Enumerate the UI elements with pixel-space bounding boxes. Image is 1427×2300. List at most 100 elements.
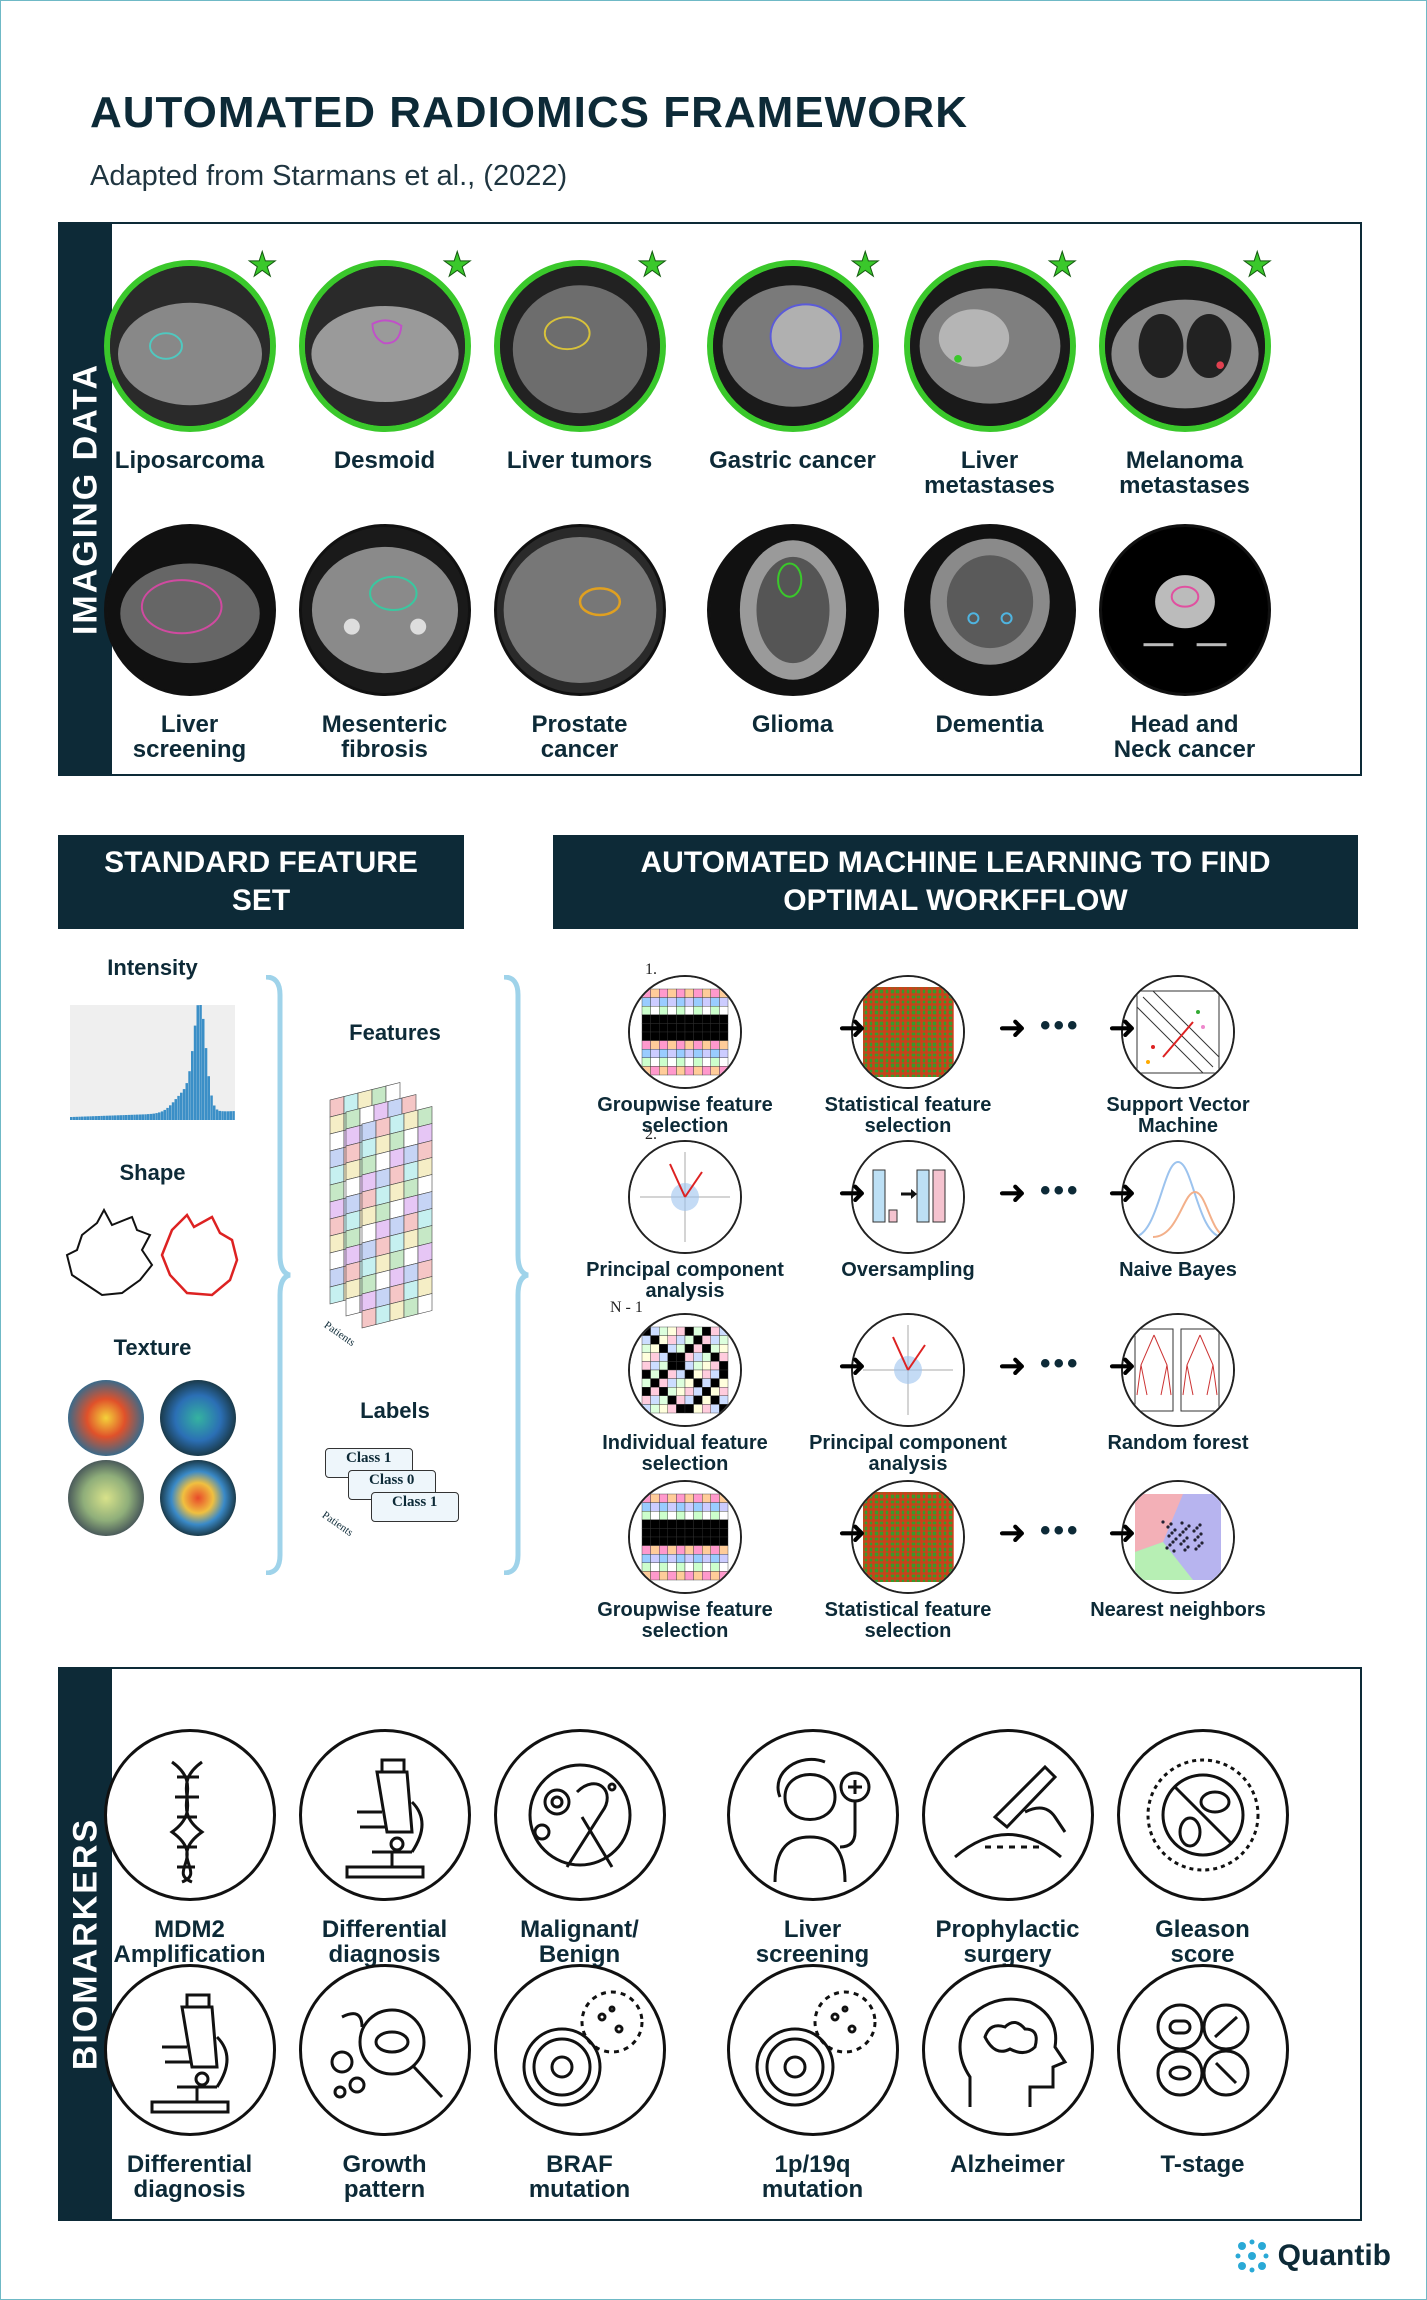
workflow-step-image — [628, 1480, 742, 1594]
biomarker-label: Malignant/ Benign — [520, 1916, 639, 1968]
imaging-item: ★Liver tumors — [482, 248, 677, 474]
feature-matrix — [361, 1106, 433, 1329]
ellipsis-dots: ••• — [1040, 1009, 1081, 1042]
workflow-step-image — [1121, 1313, 1235, 1427]
biomarker-item: 1p/19q mutation — [715, 1964, 910, 2202]
workflow-step-image — [628, 1313, 742, 1427]
workflow-step-image — [628, 1140, 742, 1254]
biomarker-item: Gleason score — [1105, 1729, 1300, 1967]
biomarkers-panel: BIOMARKERS MDM2 Amplification Differentia… — [58, 1667, 1362, 2221]
texture-label: Texture — [113, 1335, 192, 1360]
workflow-step: Naive Bayes — [1068, 1140, 1288, 1281]
shape-outlines — [65, 1207, 239, 1297]
imaging-item: Liver screening — [92, 524, 287, 762]
features-label: Features — [349, 1020, 441, 1045]
imaging-item: Head and Neck cancer — [1087, 524, 1282, 762]
histogram-bar — [89, 1116, 92, 1120]
biomarker-item: Differential diagnosis — [287, 1729, 482, 1967]
class-card: Class 1 — [371, 1492, 459, 1522]
dna-icon — [103, 1729, 276, 1901]
page-subtitle: Adapted from Starmans et al., (2022) — [90, 160, 568, 192]
star-icon: ★ — [247, 246, 279, 284]
histogram-bar — [202, 1018, 205, 1120]
imaging-label: Glioma — [751, 711, 834, 738]
scan-image — [1098, 524, 1271, 696]
histogram-bar — [213, 1105, 216, 1120]
biomarker-item: Liver screening — [715, 1729, 910, 1967]
microscope-icon — [298, 1729, 471, 1901]
scan-image — [103, 524, 276, 696]
arrow-right-icon: ➜ — [998, 1174, 1027, 1212]
automl-header: AUTOMATED MACHINE LEARNING TO FIND OPTIM… — [553, 835, 1358, 929]
workflow-step-image — [628, 975, 742, 1089]
histogram-bar — [226, 1111, 230, 1120]
histogram-bar — [149, 1113, 153, 1120]
imaging-label: Prostate cancer — [531, 711, 628, 763]
biomarker-item: MDM2 Amplification — [92, 1729, 287, 1967]
shape-label: Shape — [119, 1160, 186, 1185]
histogram-bar — [199, 1005, 202, 1120]
biomarker-label: Growth pattern — [342, 2151, 427, 2203]
imaging-item: Prostate cancer — [482, 524, 677, 762]
biomarker-label: MDM2 Amplification — [113, 1916, 266, 1968]
histogram-bar — [125, 1115, 128, 1120]
scan-image — [706, 260, 879, 432]
intensity-label: Intensity — [107, 955, 198, 980]
imaging-label: Gastric cancer — [709, 447, 876, 474]
histogram-bar — [174, 1099, 177, 1120]
biomarker-label: Gleason score — [1155, 1916, 1250, 1968]
histogram-bar — [133, 1114, 136, 1120]
workflow-step-label: Nearest neighbors — [1090, 1599, 1266, 1621]
histogram-bar — [130, 1114, 133, 1120]
scan-image — [103, 260, 276, 432]
histogram-bar — [81, 1116, 84, 1120]
microscope-icon — [103, 1964, 276, 2136]
histogram-bar — [70, 1117, 73, 1120]
arrow-right-icon: ➜ — [1108, 1009, 1137, 1047]
imaging-label: Head and Neck cancer — [1113, 711, 1256, 763]
biomarkers-side-bar: BIOMARKERS — [60, 1669, 112, 2219]
imaging-item: ★Gastric cancer — [695, 248, 890, 474]
star-icon: ★ — [1242, 246, 1274, 284]
arrow-right-icon: ➜ — [838, 1009, 867, 1047]
histogram-bar — [83, 1116, 87, 1120]
ellipsis-dots: ••• — [1040, 1347, 1081, 1380]
histogram-bar — [103, 1115, 106, 1120]
histogram-bar — [191, 1051, 194, 1120]
histogram-bar — [193, 1025, 197, 1120]
workflow-step: Support Vector Machine — [1068, 975, 1288, 1137]
arrow-right-icon: ➜ — [1108, 1347, 1137, 1385]
histogram-bar — [160, 1111, 164, 1120]
biomarker-item: Alzheimer — [910, 1964, 1105, 2177]
scan-image — [493, 524, 666, 696]
imaging-label: Melanoma metastases — [1119, 447, 1250, 499]
histogram-bar — [136, 1114, 139, 1120]
histogram-bar — [94, 1116, 98, 1120]
workflow-step-image — [1121, 1140, 1235, 1254]
histogram-bar — [138, 1114, 142, 1120]
arrow-right-icon: ➜ — [998, 1514, 1027, 1552]
histogram-bar — [155, 1113, 158, 1120]
workflow-number: 1. — [645, 961, 657, 978]
histogram-bar — [224, 1111, 227, 1120]
workflow-number: N - 1 — [610, 1299, 643, 1316]
biomarker-label: Liver screening — [755, 1916, 870, 1968]
pills-icon — [1116, 1964, 1289, 2136]
magnifier-cells-icon — [298, 1964, 471, 2136]
imaging-label: Liver tumors — [506, 447, 653, 474]
star-icon: ★ — [1047, 246, 1079, 284]
left-bracket — [265, 975, 291, 1575]
histogram-bar — [204, 1048, 208, 1120]
histogram-bar — [215, 1109, 219, 1120]
ellipsis-dots: ••• — [1040, 1174, 1081, 1207]
histogram-bar — [119, 1115, 122, 1120]
histogram-bar — [122, 1115, 125, 1120]
imaging-side-bar: IMAGING DATA — [60, 224, 112, 774]
histogram-bar — [75, 1116, 78, 1120]
imaging-item: Mesenteric fibrosis — [287, 524, 482, 762]
quantib-logo: Quantib — [1234, 2238, 1391, 2274]
quantib-logo-icon — [1235, 2239, 1269, 2273]
right-bracket — [503, 975, 529, 1575]
star-icon: ★ — [442, 246, 474, 284]
virus-cell-icon — [493, 1964, 666, 2136]
